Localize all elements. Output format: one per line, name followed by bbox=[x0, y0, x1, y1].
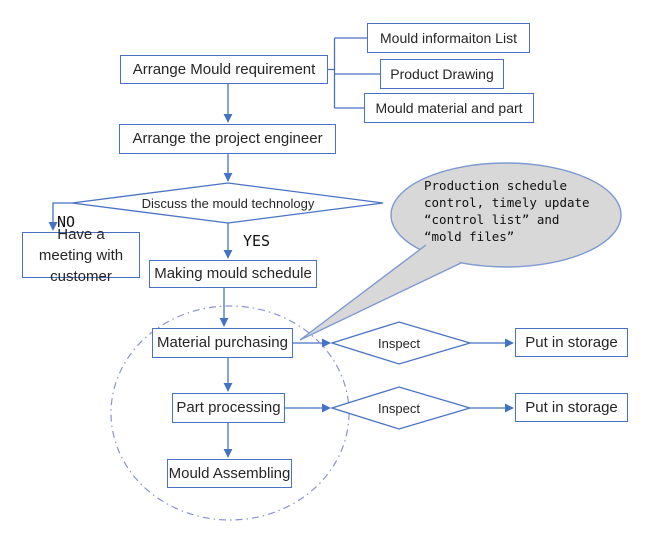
decision-label-discuss-mould-technology: Discuss the mould technology bbox=[141, 196, 315, 211]
node-mould-assembling: Mould Assembling bbox=[167, 459, 292, 488]
arrow-connectors bbox=[48, 84, 514, 458]
decision-label-inspect-top: Inspect bbox=[378, 336, 420, 351]
callout-tail bbox=[299, 244, 462, 341]
node-put-in-storage-bottom: Put in storage bbox=[515, 393, 628, 422]
node-arrange-project-engineer: Arrange the project engineer bbox=[119, 124, 336, 154]
decision-diamond-inspect-bottom bbox=[329, 386, 473, 430]
callout-balloon bbox=[390, 162, 622, 268]
node-put-in-storage-top: Put in storage bbox=[515, 328, 628, 357]
decision-diamond-discuss bbox=[71, 182, 384, 224]
node-material-purchasing: Material purchasing bbox=[152, 328, 293, 358]
decision-diamonds bbox=[71, 182, 473, 430]
node-arrange-mould-requirement: Arrange Mould requirement bbox=[120, 55, 328, 84]
decision-diamond-inspect-top bbox=[329, 321, 473, 365]
connector-arrow-no bbox=[48, 202, 72, 231]
branch-label-no: NO bbox=[57, 213, 76, 231]
stub-connectors bbox=[328, 37, 380, 109]
branch-label-yes: YES bbox=[243, 232, 271, 250]
node-part-processing: Part processing bbox=[172, 393, 285, 423]
node-mould-material-and-part: Mould material and part bbox=[364, 93, 534, 123]
node-product-drawing: Product Drawing bbox=[380, 59, 504, 89]
node-making-mould-schedule: Making mould schedule bbox=[149, 260, 317, 288]
node-have-meeting-with-customer: Have a meeting with customer bbox=[22, 226, 140, 285]
node-mould-information-list: Mould informaiton List bbox=[367, 23, 530, 53]
decision-label-inspect-bottom: Inspect bbox=[378, 401, 420, 416]
callout-note-text: Production schedule control, timely upda… bbox=[424, 178, 590, 244]
